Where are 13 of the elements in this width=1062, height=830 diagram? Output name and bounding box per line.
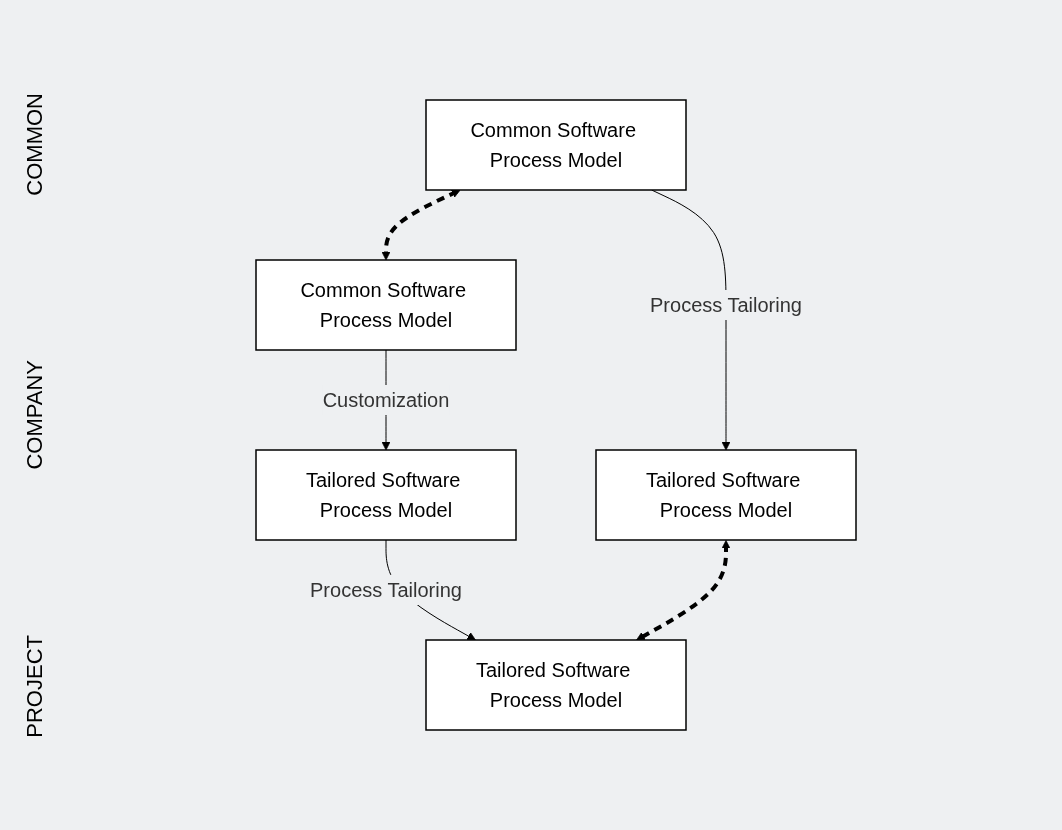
node-box: Tailored Software Process Model bbox=[255, 449, 517, 541]
node-box: Common Software Process Model bbox=[255, 259, 517, 351]
level-label: PROJECT bbox=[22, 634, 48, 738]
node-box: Tailored Software Process Model bbox=[595, 449, 857, 541]
arrow bbox=[381, 189, 461, 261]
level-label: COMMON bbox=[22, 92, 48, 196]
edge-label: Process Tailoring bbox=[310, 579, 462, 601]
level-label: COMPANY bbox=[22, 360, 48, 470]
node-box: Common Software Process Model bbox=[425, 99, 687, 191]
edge-label: Customization bbox=[322, 389, 450, 411]
edge-label: Process Tailoring bbox=[650, 294, 802, 316]
node-box: Tailored Software Process Model bbox=[425, 639, 687, 731]
arrow bbox=[636, 540, 731, 641]
